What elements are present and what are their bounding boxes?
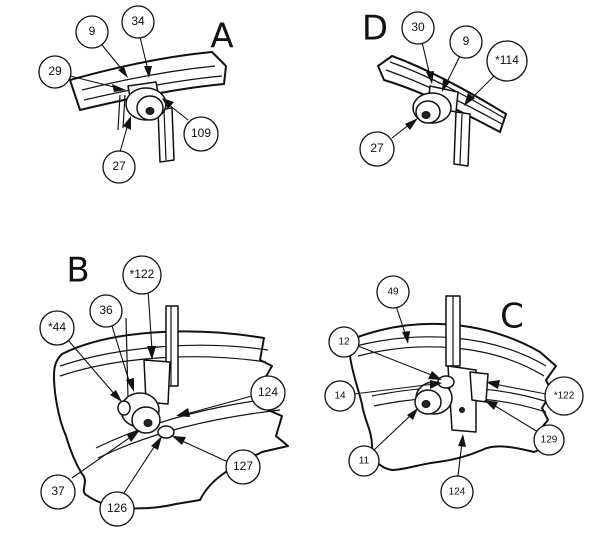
callout-b-44: *44: [39, 310, 122, 402]
svg-text:129: 129: [541, 435, 558, 446]
callout-c-49: 49: [376, 275, 410, 344]
svg-text:36: 36: [99, 303, 113, 317]
svg-text:29: 29: [48, 64, 62, 78]
callout-b-126: 126: [99, 436, 162, 527]
view-b-roller: [117, 392, 175, 439]
view-c-letter: C: [500, 297, 524, 337]
svg-text:11: 11: [359, 456, 370, 467]
view-b-letter: B: [66, 251, 89, 291]
svg-text:124: 124: [449, 487, 466, 498]
callout-d-30: 30: [401, 11, 435, 84]
callout-c-11: 11: [348, 408, 418, 477]
callout-b-124: 124: [176, 375, 286, 417]
svg-text:30: 30: [411, 20, 425, 34]
view-d-post: [453, 111, 471, 167]
callout-b-36: 36: [89, 294, 134, 392]
svg-text:14: 14: [334, 391, 346, 402]
callout-a-29: 29: [38, 55, 126, 92]
callout-a-27: 27: [102, 116, 136, 184]
svg-text:*122: *122: [130, 267, 155, 281]
view-d-letter: D: [362, 9, 388, 49]
svg-text:127: 127: [233, 459, 253, 473]
view-c: C 49 12: [324, 275, 584, 509]
view-a-post: [157, 107, 175, 163]
callout-a-109: 109: [162, 98, 219, 152]
svg-text:124: 124: [258, 385, 278, 399]
view-a-roller: [125, 87, 167, 121]
callout-d-9: 9: [442, 25, 483, 92]
callout-b-37: 37: [40, 430, 140, 510]
view-d-roller: [412, 92, 452, 124]
callout-a-34: 34: [121, 5, 155, 78]
callout-c-124: 124: [440, 434, 474, 509]
view-d: D 30 9 *: [359, 9, 528, 167]
svg-text:109: 109: [191, 126, 211, 140]
svg-text:*122: *122: [554, 391, 575, 402]
view-b: B *122 36: [39, 251, 289, 527]
callout-b-122: *122: [122, 255, 162, 360]
callout-c-122: *122: [486, 376, 584, 416]
callout-c-12: 12: [328, 326, 442, 380]
svg-text:9: 9: [463, 34, 470, 48]
callout-b-127: 127: [172, 436, 261, 485]
view-a: A 9 34: [38, 5, 234, 184]
view-c-bracket: [447, 365, 477, 433]
view-b-bracket: [143, 359, 171, 405]
svg-text:34: 34: [131, 14, 145, 28]
svg-text:27: 27: [370, 141, 384, 155]
svg-text:12: 12: [338, 337, 350, 348]
callout-d-114: *114: [464, 40, 528, 106]
callout-c-129: 129: [484, 400, 565, 456]
callout-c-14: 14: [324, 380, 442, 412]
svg-text:9: 9: [89, 24, 96, 38]
callout-a-9: 9: [75, 15, 128, 78]
svg-text:27: 27: [112, 159, 126, 173]
view-c-roller: [414, 375, 455, 415]
svg-text:126: 126: [107, 501, 127, 515]
svg-text:49: 49: [387, 287, 399, 298]
svg-text:*114: *114: [495, 53, 519, 67]
svg-text:*44: *44: [48, 320, 66, 334]
svg-text:37: 37: [51, 484, 65, 498]
callout-d-27: 27: [359, 118, 418, 167]
view-a-letter: A: [210, 17, 233, 57]
